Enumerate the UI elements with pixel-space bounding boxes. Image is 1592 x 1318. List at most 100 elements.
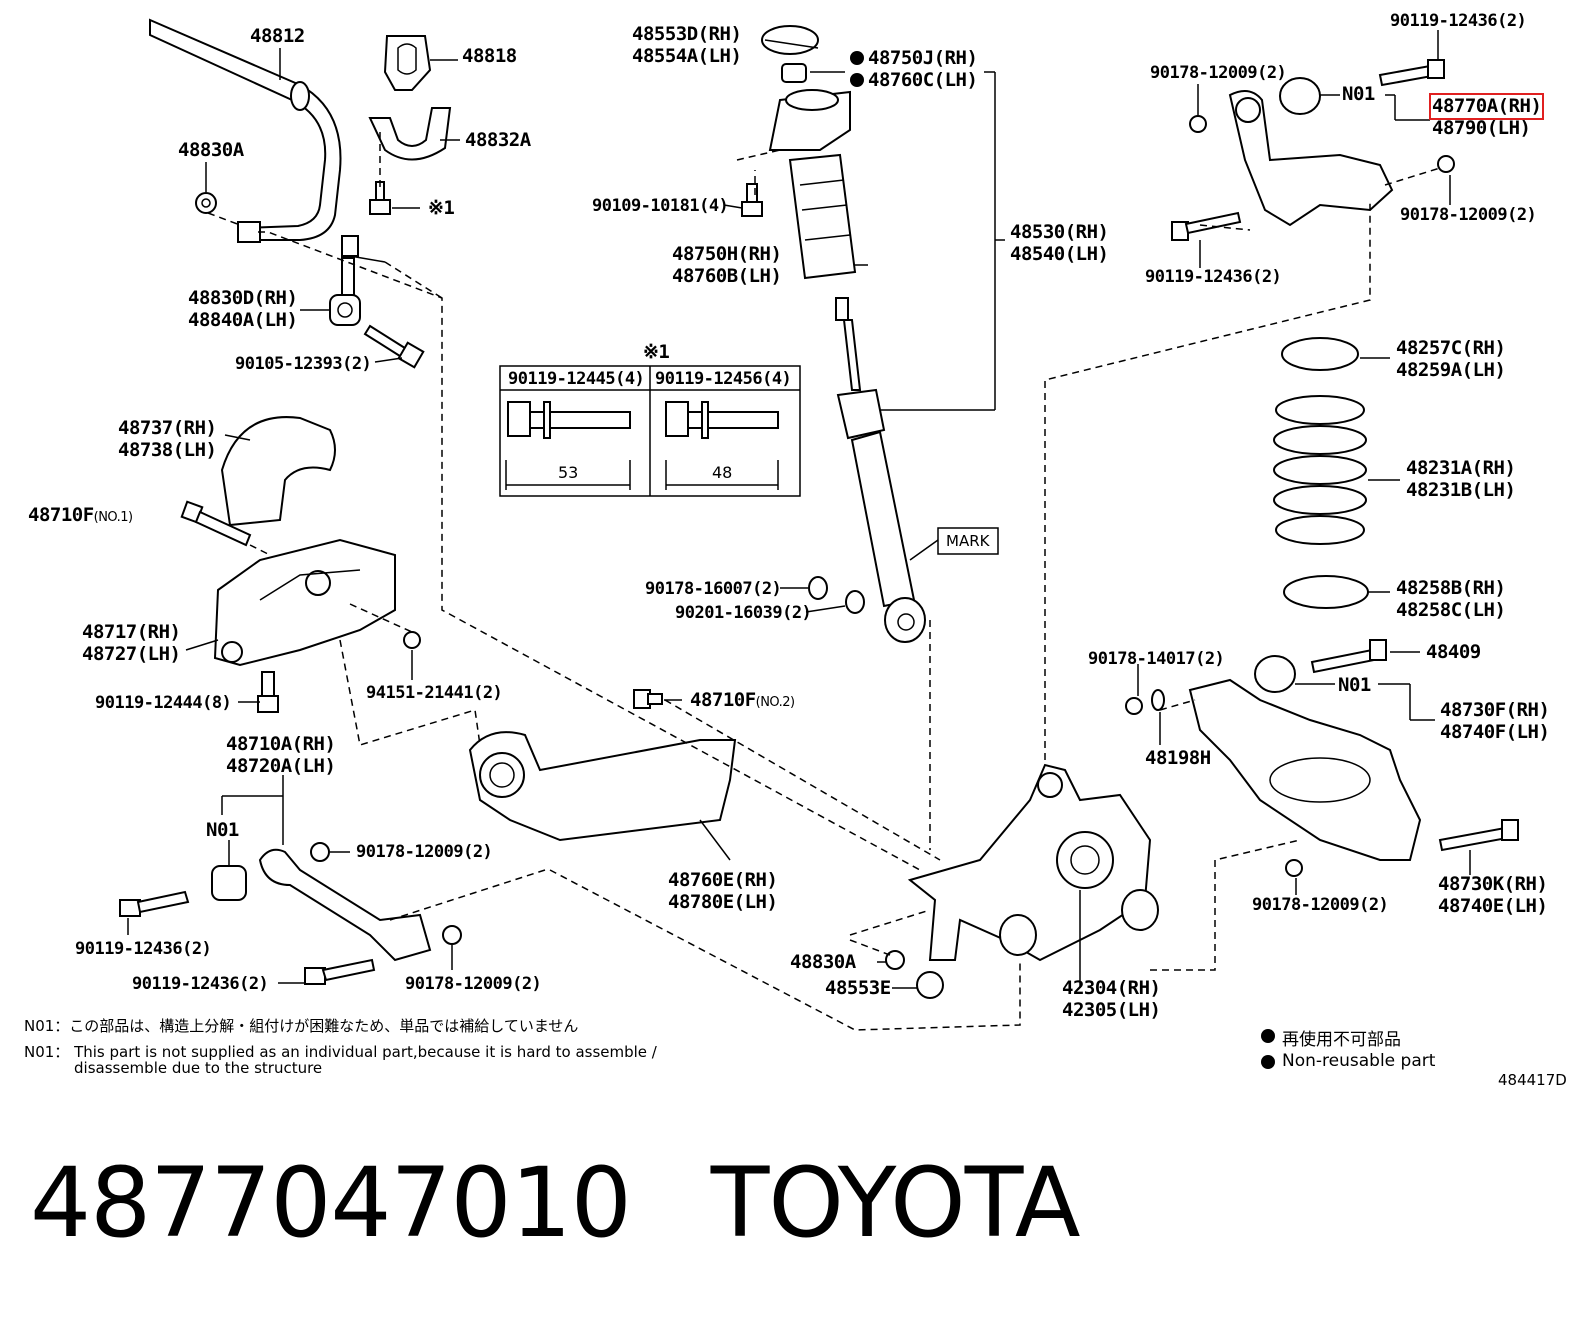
non-reusable-bullet-2 — [850, 73, 864, 87]
leader-lines — [127, 30, 1471, 989]
label-48830D-rh: 48830D(RH) — [188, 287, 298, 309]
label-48553E: 48553E — [825, 977, 891, 999]
label-48231B-lh: 48231B(LH) — [1406, 479, 1516, 501]
label-n01-top-right: N01 — [1342, 83, 1375, 105]
carrier-drawing — [213, 538, 396, 667]
label-48198H: 48198H — [1145, 747, 1211, 769]
label-48259A-lh: 48259A(LH) — [1396, 359, 1506, 381]
carrier-bolt-drawing — [257, 671, 279, 713]
knuckle-drawing — [907, 763, 1159, 962]
label-48737-rh: 48737(RH) — [118, 417, 217, 439]
label-48710A-rh: 48710A(RH) — [226, 733, 336, 755]
label-48409: 48409 — [1426, 641, 1481, 663]
label-48812: 48812 — [250, 25, 305, 47]
dust-boot-drawing — [788, 153, 857, 280]
label-48830A-bottom: 48830A — [790, 951, 856, 973]
lower-arm-drawing — [1188, 655, 1422, 861]
label-48740E-lh: 48740E(LH) — [1438, 895, 1548, 917]
lower-link-nut-drawing — [310, 842, 330, 862]
label-48790-lh: 48790(LH) — [1432, 117, 1531, 139]
legend-bullet-en — [1261, 1055, 1275, 1069]
non-reusable-bullet-1 — [850, 51, 864, 65]
label-bolt-b: 90119-12456(4) — [655, 369, 792, 389]
label-90119-left1: 90119-12436(2) — [75, 939, 212, 959]
bushing-bracket-drawing — [368, 107, 452, 161]
label-90119-top-right: 90119-12436(2) — [1390, 11, 1527, 31]
label-48540-lh: 48540(LH) — [1010, 243, 1109, 265]
collar-drawing — [808, 576, 828, 600]
label-n01-left: N01 — [206, 819, 239, 841]
label-48257C-rh: 48257C(RH) — [1396, 337, 1506, 359]
label-48770A-rh-highlighted: 48770A(RH) — [1428, 93, 1545, 120]
lower-arm-bolt-drawing — [1310, 639, 1387, 674]
shock-absorber-drawing — [835, 297, 926, 643]
label-48830A-top: 48830A — [178, 139, 244, 161]
label-94151: 94151-21441(2) — [366, 683, 503, 703]
label-n01-bottom-right: N01 — [1338, 674, 1371, 696]
upper-support-drawing — [768, 89, 851, 151]
nut-drawing — [195, 192, 217, 214]
upper-arm-nut2-drawing — [1437, 155, 1455, 173]
label-48750J-rh: 48750J(RH) — [868, 47, 978, 69]
note-n01-english-line1: N01： This part is not supplied as an ind… — [24, 1043, 657, 1061]
label-48258C-lh: 48258C(LH) — [1396, 599, 1506, 621]
label-48530-rh: 48530(RH) — [1010, 221, 1109, 243]
label-bolt-b-length: 48 — [712, 463, 733, 482]
assembly-dashed-lines — [207, 132, 1441, 1031]
label-mark: MARK — [946, 532, 990, 550]
lower-arm-bolt2-drawing — [1438, 819, 1519, 852]
lower-arm-nut2-drawing — [1285, 859, 1303, 877]
lower-arm-washer-drawing — [1151, 689, 1165, 711]
caption-brand: TOYOTA — [710, 1147, 1081, 1259]
upper-arm-bolt2-drawing — [1171, 211, 1242, 241]
knuckle-nut2-drawing — [916, 971, 944, 999]
label-90178-left: 90178-12009(2) — [356, 842, 493, 862]
upper-cap-drawing — [761, 25, 819, 55]
mount-nut-drawing — [781, 63, 807, 83]
label-48710F-no2: 48710F(NO.2) — [690, 689, 795, 711]
label-48818: 48818 — [462, 45, 517, 67]
stabilizer-bar-drawing — [149, 18, 342, 243]
label-42304-rh: 42304(RH) — [1062, 977, 1161, 999]
legend-english: Non-reusable part — [1282, 1051, 1436, 1071]
label-90178-right2: 90178-12009(2) — [1400, 205, 1537, 225]
bolt-table — [499, 365, 801, 497]
note-n01-japanese: N01：この部品は、構造上分解・組付けが困難なため、単品では補給していません — [24, 1017, 579, 1035]
lower-link-bolt-drawing — [119, 890, 190, 917]
label-48840A-lh: 48840A(LH) — [188, 309, 298, 331]
note-n01-english-line2: disassemble due to the structure — [74, 1059, 323, 1077]
label-48258B-rh: 48258B(RH) — [1396, 577, 1506, 599]
mark-box — [937, 527, 999, 555]
label-90178-top-right: 90178-12009(2) — [1150, 63, 1287, 83]
bolt-no2-drawing — [633, 689, 663, 709]
legend-japanese: 再使用不可部品 — [1282, 1030, 1401, 1050]
label-48720A-lh: 48720A(LH) — [226, 755, 336, 777]
label-90178-bottom-right: 90178-12009(2) — [1252, 895, 1389, 915]
diagram-id: 484417D — [1498, 1071, 1567, 1089]
label-90178-14017: 90178-14017(2) — [1088, 649, 1225, 669]
label-90178-left2: 90178-12009(2) — [405, 974, 542, 994]
label-48730K-rh: 48730K(RH) — [1438, 873, 1548, 895]
upper-spring-seat-drawing — [1281, 337, 1359, 371]
label-90201: 90201-16039(2) — [675, 603, 812, 623]
label-42305-lh: 42305(LH) — [1062, 999, 1161, 1021]
bolt-no1-drawing — [180, 500, 252, 547]
label-90178-16007: 90178-16007(2) — [645, 579, 782, 599]
stabilizer-bushing-drawing — [383, 35, 432, 91]
label-90105: 90105-12393(2) — [235, 354, 372, 374]
label-90109: 90109-10181(4) — [592, 196, 729, 216]
trailing-arm-drawing — [468, 731, 737, 842]
upper-support-bolt-drawing — [741, 183, 763, 217]
label-48727-lh: 48727(LH) — [82, 643, 181, 665]
label-90119-left2: 90119-12436(2) — [132, 974, 269, 994]
lower-link-bolt2-drawing — [304, 958, 376, 985]
label-48553D-rh: 48553D(RH) — [632, 23, 742, 45]
upper-arm-drawing — [1228, 77, 1394, 227]
upper-arm-nut-drawing — [1189, 115, 1207, 133]
label-48750H-rh: 48750H(RH) — [672, 243, 782, 265]
legend-bullet-jp — [1261, 1029, 1275, 1043]
label-ref1-table: ※1 — [643, 341, 670, 363]
